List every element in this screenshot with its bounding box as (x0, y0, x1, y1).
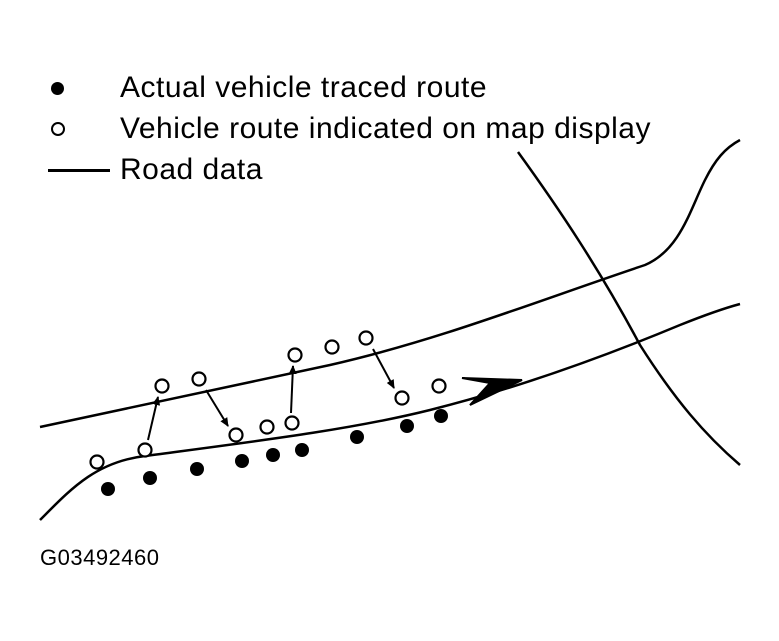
actual-route-dot (295, 443, 309, 457)
road-upper (39, 138, 741, 429)
correction-arrow (288, 365, 297, 414)
legend-row-road-data: Road data (40, 153, 263, 187)
correction-arrow (147, 396, 161, 441)
actual-route-dot (266, 448, 280, 462)
indicated-route-dot (137, 442, 153, 458)
indicated-route-dot (154, 378, 170, 394)
filled-dot-icon (51, 81, 64, 95)
actual-route-dot (143, 471, 157, 485)
actual-route-dots (101, 409, 448, 496)
indicated-route-dot (191, 371, 207, 387)
indicated-route-dot (284, 415, 300, 431)
indicated-route-dot (358, 330, 374, 346)
actual-route-dot (190, 462, 204, 476)
indicated-route-dot (259, 419, 275, 435)
open-dot-icon (51, 122, 65, 136)
indicated-route-dot (228, 427, 244, 443)
actual-route-dot (434, 409, 448, 423)
legend-label-indicated-route: Vehicle route indicated on map display (120, 112, 651, 145)
legend-symbol-road-data (40, 153, 110, 187)
indicated-route-dot (394, 390, 410, 406)
legend-label-actual-route: Actual vehicle traced route (120, 71, 488, 104)
actual-route-dot (101, 482, 115, 496)
legend-symbol-indicated-route (40, 112, 110, 146)
solid-line-icon (48, 168, 110, 172)
actual-route-dot (350, 430, 364, 444)
legend-row-indicated-route: Vehicle route indicated on map display (40, 112, 651, 146)
direction-arrow (461, 377, 523, 406)
legend-label-road-data: Road data (120, 153, 263, 186)
indicated-route-dot (89, 454, 105, 470)
correction-arrow (205, 389, 229, 427)
actual-route-dot (400, 419, 414, 433)
indicated-route-dot (287, 347, 303, 363)
correction-arrow (372, 348, 395, 389)
indicated-route-dot (431, 378, 447, 394)
road-crossing (516, 151, 741, 466)
actual-route-dot (235, 454, 249, 468)
figure-code: G03492460 (40, 545, 160, 570)
legend-symbol-actual-route (40, 71, 110, 105)
indicated-route-dot (324, 339, 340, 355)
indicated-route-dots (89, 330, 447, 470)
road-lower (39, 302, 741, 521)
legend-row-actual-route: Actual vehicle traced route (40, 71, 487, 105)
correction-arrows (147, 348, 395, 441)
